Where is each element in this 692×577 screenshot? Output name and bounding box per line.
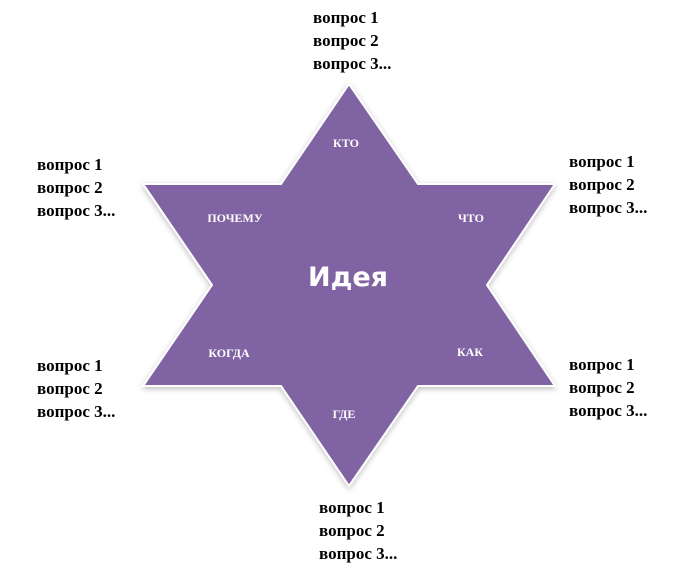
questions-bottom: вопрос 1 вопрос 2 вопрос 3... (319, 496, 397, 565)
point-label-upper-left: ПОЧЕМУ (207, 211, 263, 225)
question-line: вопрос 3... (319, 544, 398, 563)
question-line: вопрос 2 (569, 175, 635, 194)
questions-upper-left: вопрос 1 вопрос 2 вопрос 3... (37, 153, 115, 222)
question-line: вопрос 3... (37, 402, 116, 421)
point-label-lower-left: КОГДА (208, 346, 250, 360)
questions-top: вопрос 1 вопрос 2 вопрос 3... (313, 6, 391, 75)
point-label-bottom: ГДЕ (333, 407, 356, 421)
question-line: вопрос 1 (313, 8, 379, 27)
point-label-lower-right: КАК (457, 345, 483, 359)
six-pointed-star (141, 82, 557, 488)
point-label-upper-right: ЧТО (458, 211, 484, 225)
questions-lower-right: вопрос 1 вопрос 2 вопрос 3... (569, 353, 647, 422)
questions-lower-left: вопрос 1 вопрос 2 вопрос 3... (37, 354, 115, 423)
question-line: вопрос 1 (37, 356, 103, 375)
question-line: вопрос 1 (569, 355, 635, 374)
question-line: вопрос 3... (37, 201, 116, 220)
question-line: вопрос 2 (37, 379, 103, 398)
question-line: вопрос 2 (37, 178, 103, 197)
point-label-top: КТО (333, 136, 359, 150)
question-line: вопрос 2 (319, 521, 385, 540)
question-line: вопрос 2 (313, 31, 379, 50)
questions-upper-right: вопрос 1 вопрос 2 вопрос 3... (569, 150, 647, 219)
question-line: вопрос 1 (37, 155, 103, 174)
question-line: вопрос 2 (569, 378, 635, 397)
question-line: вопрос 1 (319, 498, 385, 517)
question-line: вопрос 3... (569, 198, 648, 217)
question-line: вопрос 3... (313, 54, 392, 73)
question-line: вопрос 1 (569, 152, 635, 171)
question-line: вопрос 3... (569, 401, 648, 420)
center-idea-label: Идея (308, 262, 388, 293)
